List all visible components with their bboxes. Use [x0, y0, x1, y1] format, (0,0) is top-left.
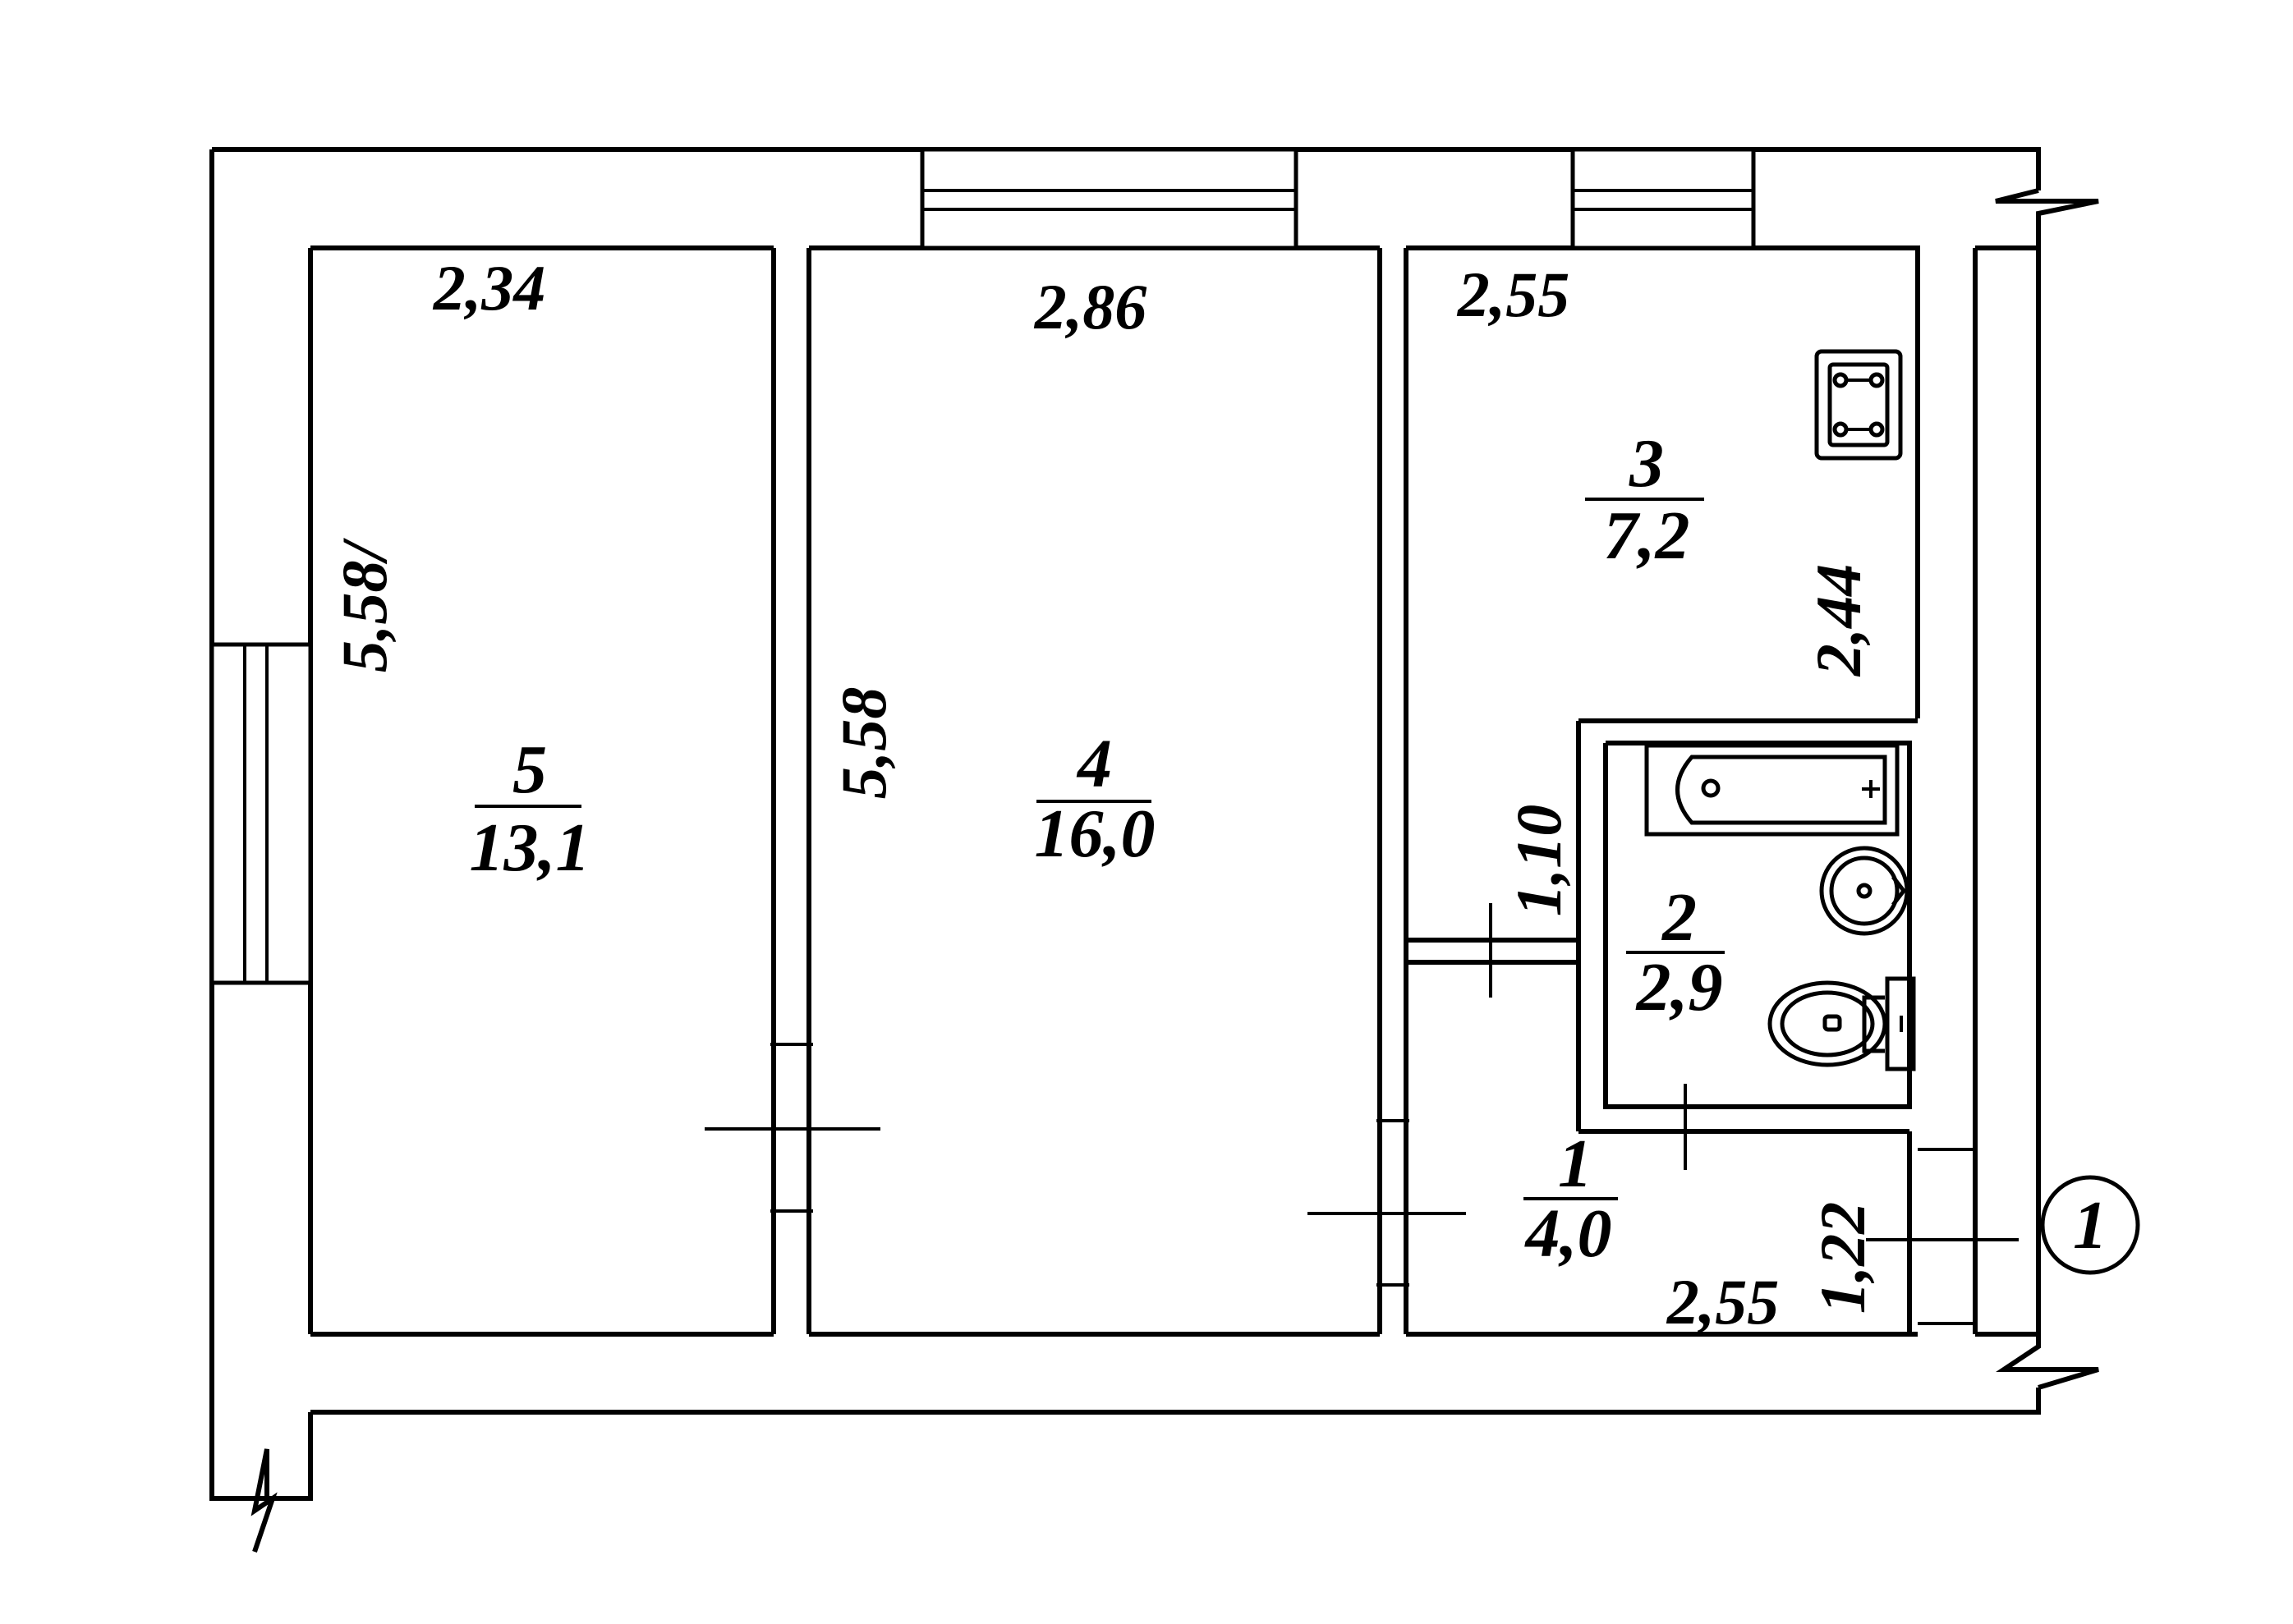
room-area: 13,1 [470, 810, 590, 886]
room-label-2: 2 2,9 [1626, 879, 1725, 1025]
window-icon [920, 147, 1298, 250]
room5-width-dimension: 2,34 [433, 252, 546, 323]
room4-length-dimension: 5,58 [828, 687, 899, 800]
door-icon [705, 1043, 880, 1213]
room-number: 2 [1661, 879, 1697, 956]
room-number: 1 [1558, 1126, 1592, 1202]
room-area: 4,0 [1524, 1195, 1612, 1272]
toilet-icon [1767, 976, 1916, 1071]
room-label-1: 1 4,0 [1523, 1126, 1618, 1272]
room-label-3: 3 7,2 [1585, 425, 1704, 574]
room2-length-dimension: 1,10 [1503, 805, 1574, 917]
door-icon [1616, 1084, 1749, 1170]
room-area: 2,9 [1635, 949, 1723, 1025]
axis-marker-label: 1 [2073, 1187, 2107, 1264]
bathtub-icon [1644, 743, 1900, 837]
room3-length-dimension: 2,44 [1803, 564, 1874, 677]
interior-walls [771, 248, 1918, 1334]
room-number: 3 [1629, 425, 1664, 502]
window-icon [209, 642, 313, 985]
stove-icon [1814, 349, 1903, 461]
room-label-5: 5 13,1 [470, 732, 590, 886]
room1-length-dimension: 1,22 [1807, 1202, 1878, 1314]
room1-width-dimension: 2,55 [1666, 1266, 1780, 1337]
room-number: 4 [1076, 726, 1112, 802]
room-area: 16,0 [1035, 796, 1156, 872]
axis-marker-icon: 1 [2040, 1175, 2140, 1275]
room5-length-dimension: 5,58/ [329, 538, 400, 673]
window-icon [1570, 147, 1756, 250]
room-number: 5 [512, 732, 547, 808]
sink-icon [1819, 846, 1909, 936]
room3-width-dimension: 2,55 [1457, 259, 1570, 330]
room-label-4: 4 16,0 [1035, 726, 1156, 872]
room4-width-dimension: 2,86 [1034, 271, 1147, 342]
room-area: 7,2 [1604, 498, 1690, 574]
door-icon [1307, 1119, 1466, 1287]
